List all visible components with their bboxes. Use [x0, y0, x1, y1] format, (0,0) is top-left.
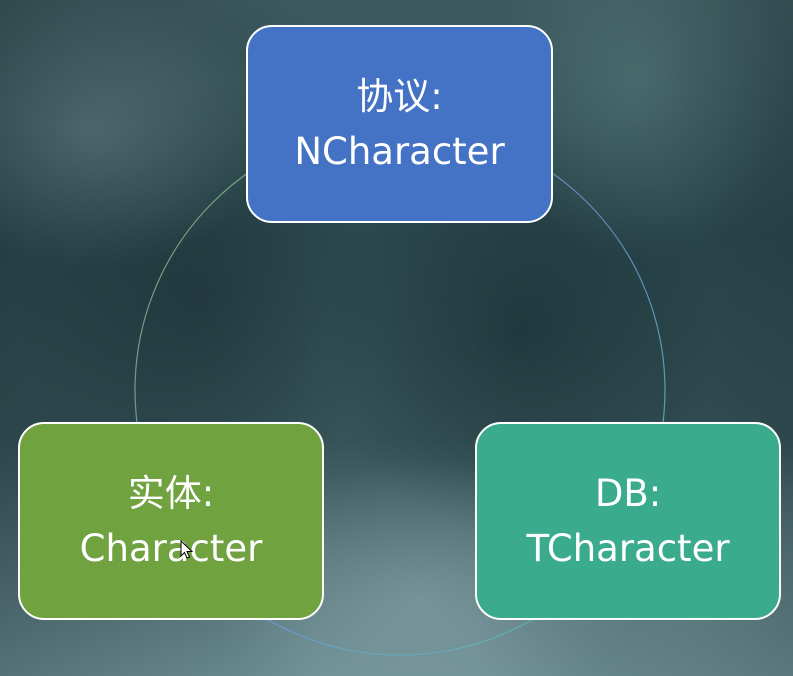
entity-node-name: Character [79, 527, 263, 570]
db-node-label: DB: [594, 471, 662, 515]
protocol-node-label: 协议: [356, 74, 443, 118]
db-node: DB: TCharacter [475, 422, 781, 620]
entity-node-label: 实体: [127, 471, 215, 515]
entity-node: 实体: Character [18, 422, 324, 620]
db-node-name: TCharacter [526, 527, 730, 570]
protocol-node: 协议: NCharacter [246, 25, 553, 223]
protocol-node-name: NCharacter [294, 130, 505, 173]
mouse-cursor-icon [180, 540, 194, 559]
